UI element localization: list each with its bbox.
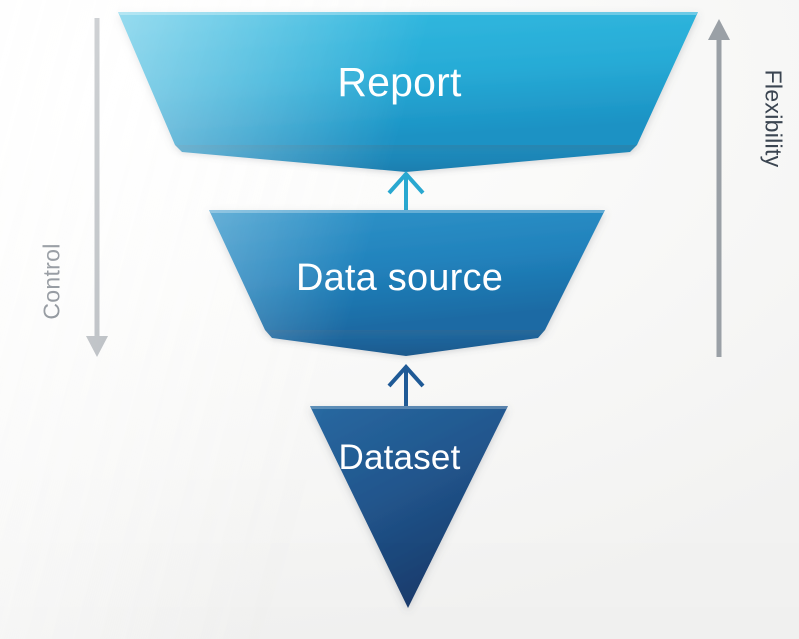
dataset-shape[interactable] <box>310 406 508 608</box>
data-source-fold-shadow <box>265 330 545 356</box>
arrow-dataset-to-datasource <box>387 364 425 406</box>
report-shape[interactable] <box>118 12 698 145</box>
funnel-stage-data-source[interactable] <box>209 210 605 356</box>
data-source-top-highlight <box>209 210 605 213</box>
flexibility-axis-arrow <box>708 19 730 357</box>
report-top-highlight <box>118 12 698 15</box>
funnel-stage-dataset[interactable] <box>310 406 508 608</box>
axis-label-flexibility: Flexibility <box>760 69 787 168</box>
data-source-shape[interactable] <box>209 210 605 330</box>
arrow-datasource-to-report <box>387 171 425 212</box>
dataset-top-highlight <box>310 406 508 409</box>
axis-label-control: Control <box>38 243 65 320</box>
report-fold-shadow <box>175 145 637 172</box>
control-axis-arrow <box>86 18 108 357</box>
funnel-stage-report[interactable] <box>118 12 698 172</box>
